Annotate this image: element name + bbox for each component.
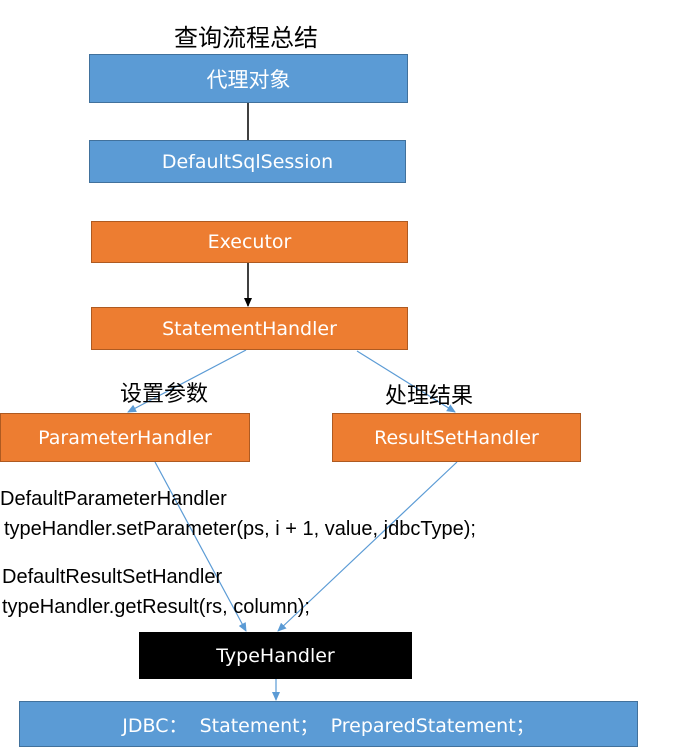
type-handler-node: TypeHandler [139, 632, 412, 679]
note-result-call: typeHandler.getResult(rs, column); [2, 596, 310, 618]
executor-node: Executor [91, 221, 408, 263]
diagram-title: 查询流程总结 [174, 24, 318, 52]
resultset-handler-node: ResultSetHandler [332, 413, 581, 462]
edge-label-set-params: 设置参数 [120, 382, 209, 407]
connector-statement-to-resultset [356, 350, 456, 413]
note-result-class: DefaultResultSetHandler [2, 566, 223, 588]
connector-statement-to-parameter [127, 349, 247, 413]
proxy-object-node: 代理对象 [89, 54, 408, 103]
connector-parameter-to-typehandler [154, 461, 247, 632]
parameter-handler-node: ParameterHandler [0, 413, 250, 462]
connector-resultset-to-typehandler [277, 461, 458, 632]
note-param-class: DefaultParameterHandler [0, 488, 227, 510]
statement-handler-node: StatementHandler [91, 307, 408, 350]
note-param-call: typeHandler.setParameter(ps, i + 1, valu… [4, 518, 476, 540]
default-sql-session-node: DefaultSqlSession [89, 140, 406, 183]
jdbc-node: JDBC： Statement； PreparedStatement； [19, 701, 638, 747]
edge-label-handle-results: 处理结果 [385, 384, 474, 409]
